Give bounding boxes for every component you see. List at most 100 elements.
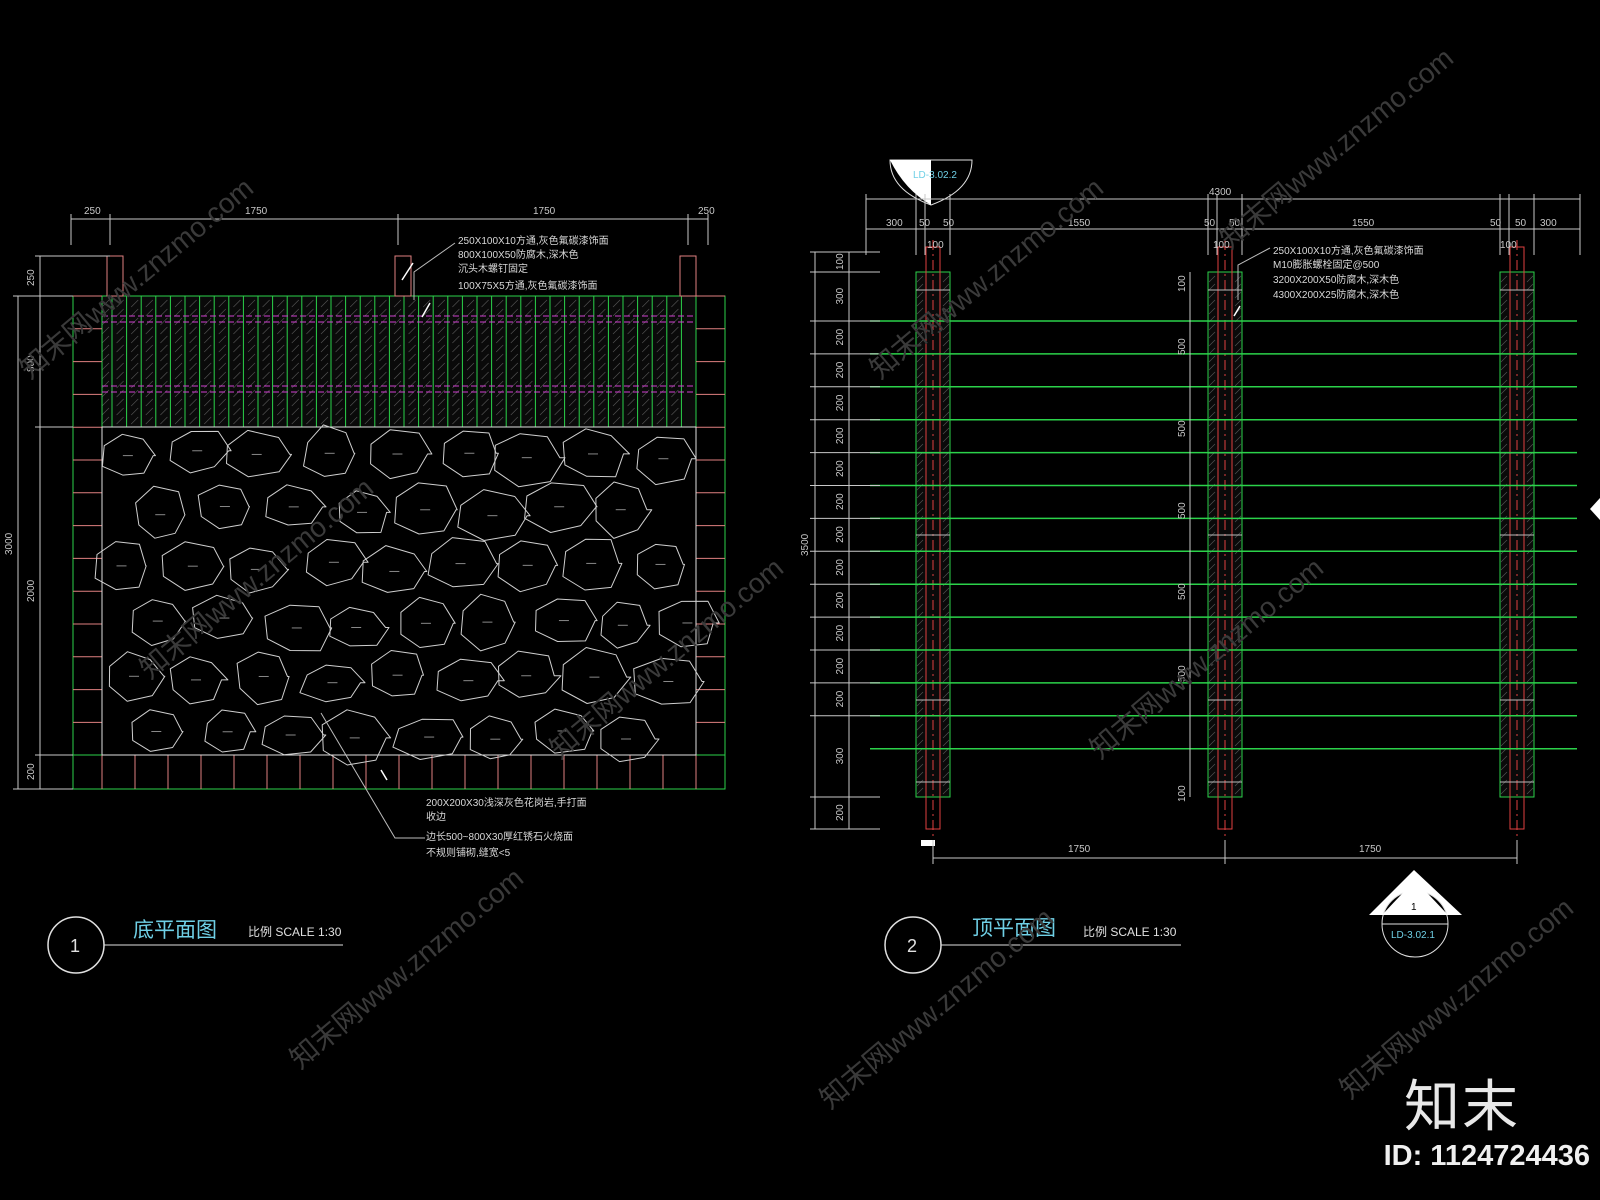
wood-grain-hatch xyxy=(101,353,110,362)
beam-hatch xyxy=(1500,323,1508,331)
wood-grain-hatch xyxy=(349,308,358,317)
beam-hatch xyxy=(1208,771,1216,779)
wood-grain-hatch xyxy=(598,398,606,407)
wood-grain-hatch xyxy=(349,335,358,344)
dim-top-3: 1750 xyxy=(533,206,556,217)
right-note-2: M10膨胀螺栓固定@500 xyxy=(1273,258,1380,271)
wood-grain-hatch xyxy=(612,371,621,380)
wood-grain-hatch xyxy=(160,335,168,344)
wood-grain-hatch xyxy=(160,344,168,353)
wood-grain-hatch xyxy=(539,380,548,389)
wood-grain-hatch xyxy=(276,398,285,407)
wood-grain-hatch xyxy=(525,416,533,425)
wood-grain-hatch xyxy=(203,362,212,371)
beam-hatch xyxy=(1500,499,1508,507)
beam-hatch xyxy=(942,411,950,419)
beam-hatch xyxy=(1234,499,1242,507)
beam-hatch xyxy=(916,379,924,387)
beam-hatch xyxy=(1234,595,1242,603)
wood-grain-hatch xyxy=(656,344,665,353)
beam-hatch xyxy=(1208,715,1216,723)
wood-grain-hatch xyxy=(306,362,314,371)
beam-hatch xyxy=(916,323,924,331)
wood-grain-hatch xyxy=(291,353,300,362)
wood-grain-hatch xyxy=(291,326,300,335)
beam-hatch xyxy=(916,635,924,643)
wood-grain-hatch xyxy=(583,407,592,416)
wood-grain-hatch xyxy=(466,389,475,398)
beam-hatch xyxy=(1526,443,1534,451)
wood-grain-hatch xyxy=(379,353,387,362)
wood-grain-hatch xyxy=(160,380,168,389)
wood-grain-hatch xyxy=(189,398,197,407)
wood-grain-hatch xyxy=(510,344,519,353)
beam-hatch xyxy=(1234,507,1242,515)
wood-grain-hatch xyxy=(481,416,489,425)
stone-outline xyxy=(494,433,566,488)
wood-grain-hatch xyxy=(437,371,446,380)
wood-grain-hatch xyxy=(422,299,431,308)
right-note-3: 3200X200X50防腐木,深木色 xyxy=(1273,273,1399,286)
beam-hatch xyxy=(1526,355,1534,363)
wood-grain-hatch xyxy=(291,371,300,380)
beam-hatch xyxy=(916,499,924,507)
beam-hatch xyxy=(916,347,924,355)
beam-hatch xyxy=(1500,555,1508,563)
wood-grain-hatch xyxy=(495,398,504,407)
left-plan-scale: 比例 SCALE 1:30 xyxy=(248,925,342,939)
beam-hatch xyxy=(1526,691,1534,699)
beam-hatch xyxy=(916,299,924,307)
beam-hatch xyxy=(1526,307,1534,315)
beam-hatch xyxy=(1234,587,1242,595)
section-mark-top-fill xyxy=(890,160,931,205)
right-dim-left: 200 xyxy=(835,624,846,641)
wood-grain-hatch xyxy=(393,362,402,371)
beam-hatch xyxy=(942,419,950,427)
beam-hatch xyxy=(1234,299,1242,307)
wood-grain-hatch xyxy=(568,380,577,389)
wood-grain-hatch xyxy=(306,416,314,425)
right-dim-top-10: 300 xyxy=(1540,218,1557,229)
wood-grain-hatch xyxy=(130,407,139,416)
beam-hatch xyxy=(942,603,950,611)
wood-grain-hatch xyxy=(320,389,329,398)
dim-left-4: 200 xyxy=(26,763,37,780)
beam-hatch xyxy=(942,683,950,691)
wood-grain-hatch xyxy=(247,299,256,308)
wood-grain-hatch xyxy=(452,407,460,416)
wood-grain-hatch xyxy=(598,344,606,353)
wood-grain-hatch xyxy=(233,299,241,308)
beam-hatch xyxy=(916,419,924,427)
wood-grain-hatch xyxy=(276,317,285,326)
wood-grain-hatch xyxy=(379,362,387,371)
stone-outline xyxy=(197,484,250,530)
beam-hatch xyxy=(1234,331,1242,339)
beam-hatch xyxy=(942,539,950,547)
beam-hatch xyxy=(1500,699,1508,707)
wood-grain-hatch xyxy=(627,344,635,353)
wood-grain-hatch xyxy=(656,407,665,416)
wood-grain-hatch xyxy=(101,344,110,353)
beam-hatch xyxy=(1234,779,1242,787)
wood-grain-hatch xyxy=(276,389,285,398)
beam-hatch xyxy=(942,275,950,283)
wood-grain-hatch xyxy=(262,380,270,389)
beam-hatch xyxy=(1500,763,1508,771)
beam-hatch xyxy=(916,651,924,659)
wood-grain-hatch xyxy=(379,335,387,344)
beam-hatch xyxy=(916,571,924,579)
beam-hatch xyxy=(916,771,924,779)
beam-hatch xyxy=(942,443,950,451)
wood-grain-hatch xyxy=(218,416,227,425)
wood-grain-hatch xyxy=(671,344,679,353)
post-stub-right xyxy=(679,255,697,297)
wood-grain-hatch xyxy=(539,389,548,398)
wood-grain-hatch xyxy=(160,407,168,416)
wood-grain-hatch xyxy=(495,326,504,335)
wood-grain-hatch xyxy=(656,371,665,380)
beam-hatch xyxy=(1500,395,1508,403)
beam-hatch xyxy=(1208,339,1216,347)
wood-grain-hatch xyxy=(568,326,577,335)
beam-hatch xyxy=(1234,627,1242,635)
beam-hatch xyxy=(1526,331,1534,339)
